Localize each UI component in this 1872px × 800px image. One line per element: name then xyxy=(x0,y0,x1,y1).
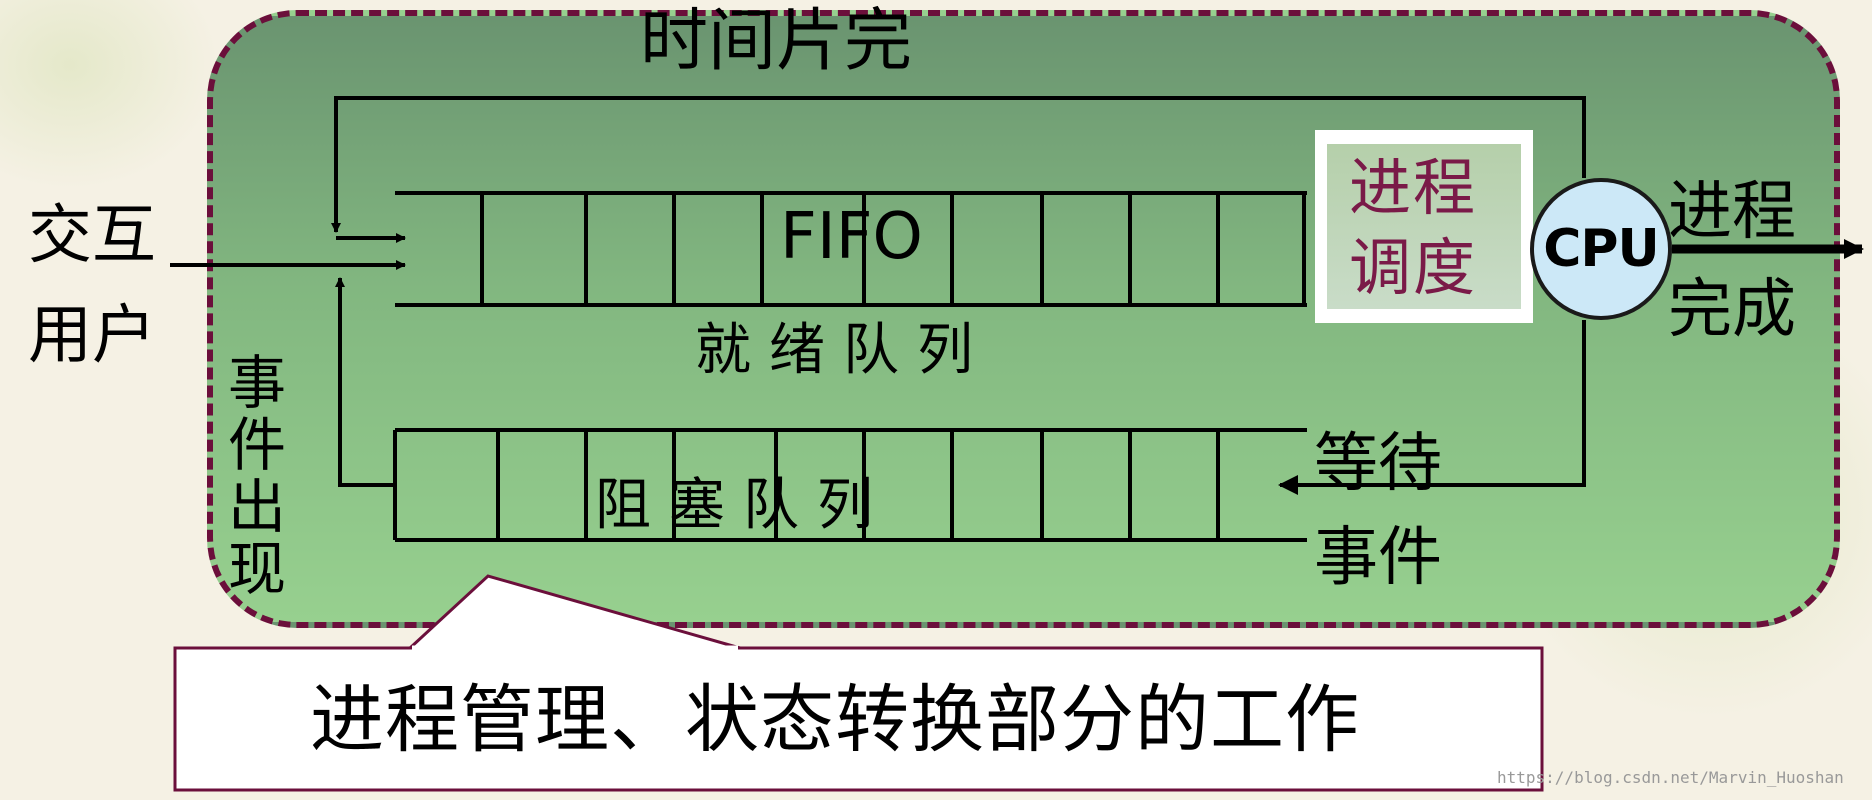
wait-event-line xyxy=(1278,320,1586,495)
callout-text: 进程管理、状态转换部分的工作 xyxy=(310,677,1360,763)
wait-event-label-1: 等待 xyxy=(1314,427,1442,501)
time-slice-label: 时间片完 xyxy=(640,2,913,81)
process-done-label-1: 进程 xyxy=(1668,175,1796,249)
cpu-label: CPU xyxy=(1543,219,1659,279)
ready-queue-label: 就绪队列 xyxy=(695,318,991,383)
fifo-label: FIFO xyxy=(780,200,923,274)
interactive-user-label-1: 交互 xyxy=(28,199,156,273)
ready-queue xyxy=(395,191,1307,307)
interactive-user-label-2: 用户 xyxy=(28,299,156,373)
watermark: https://blog.csdn.net/Marvin_Huoshan xyxy=(1497,768,1844,787)
process-management-panel xyxy=(207,10,1840,628)
time-slice-loop-line xyxy=(331,96,1586,233)
process-scheduling-line-2: 调度 xyxy=(1349,231,1478,304)
event-occurs-label: 事件出现 xyxy=(218,352,286,600)
blocked-queue xyxy=(393,428,1307,542)
process-scheduling-label: 进程 调度 xyxy=(1349,148,1477,308)
process-done-label-2: 完成 xyxy=(1668,273,1796,347)
process-scheduling-box: 进程 调度 xyxy=(1315,130,1533,323)
cpu-node: CPU xyxy=(1530,178,1672,320)
callout-bubble xyxy=(173,574,1544,792)
wait-event-label-2: 事件 xyxy=(1314,521,1442,595)
event-occurs-line xyxy=(335,277,395,487)
process-scheduling-line-1: 进程 xyxy=(1349,151,1478,224)
blocked-queue-label: 阻塞队列 xyxy=(595,473,891,538)
process-scheduling-fill: 进程 调度 xyxy=(1327,144,1521,309)
